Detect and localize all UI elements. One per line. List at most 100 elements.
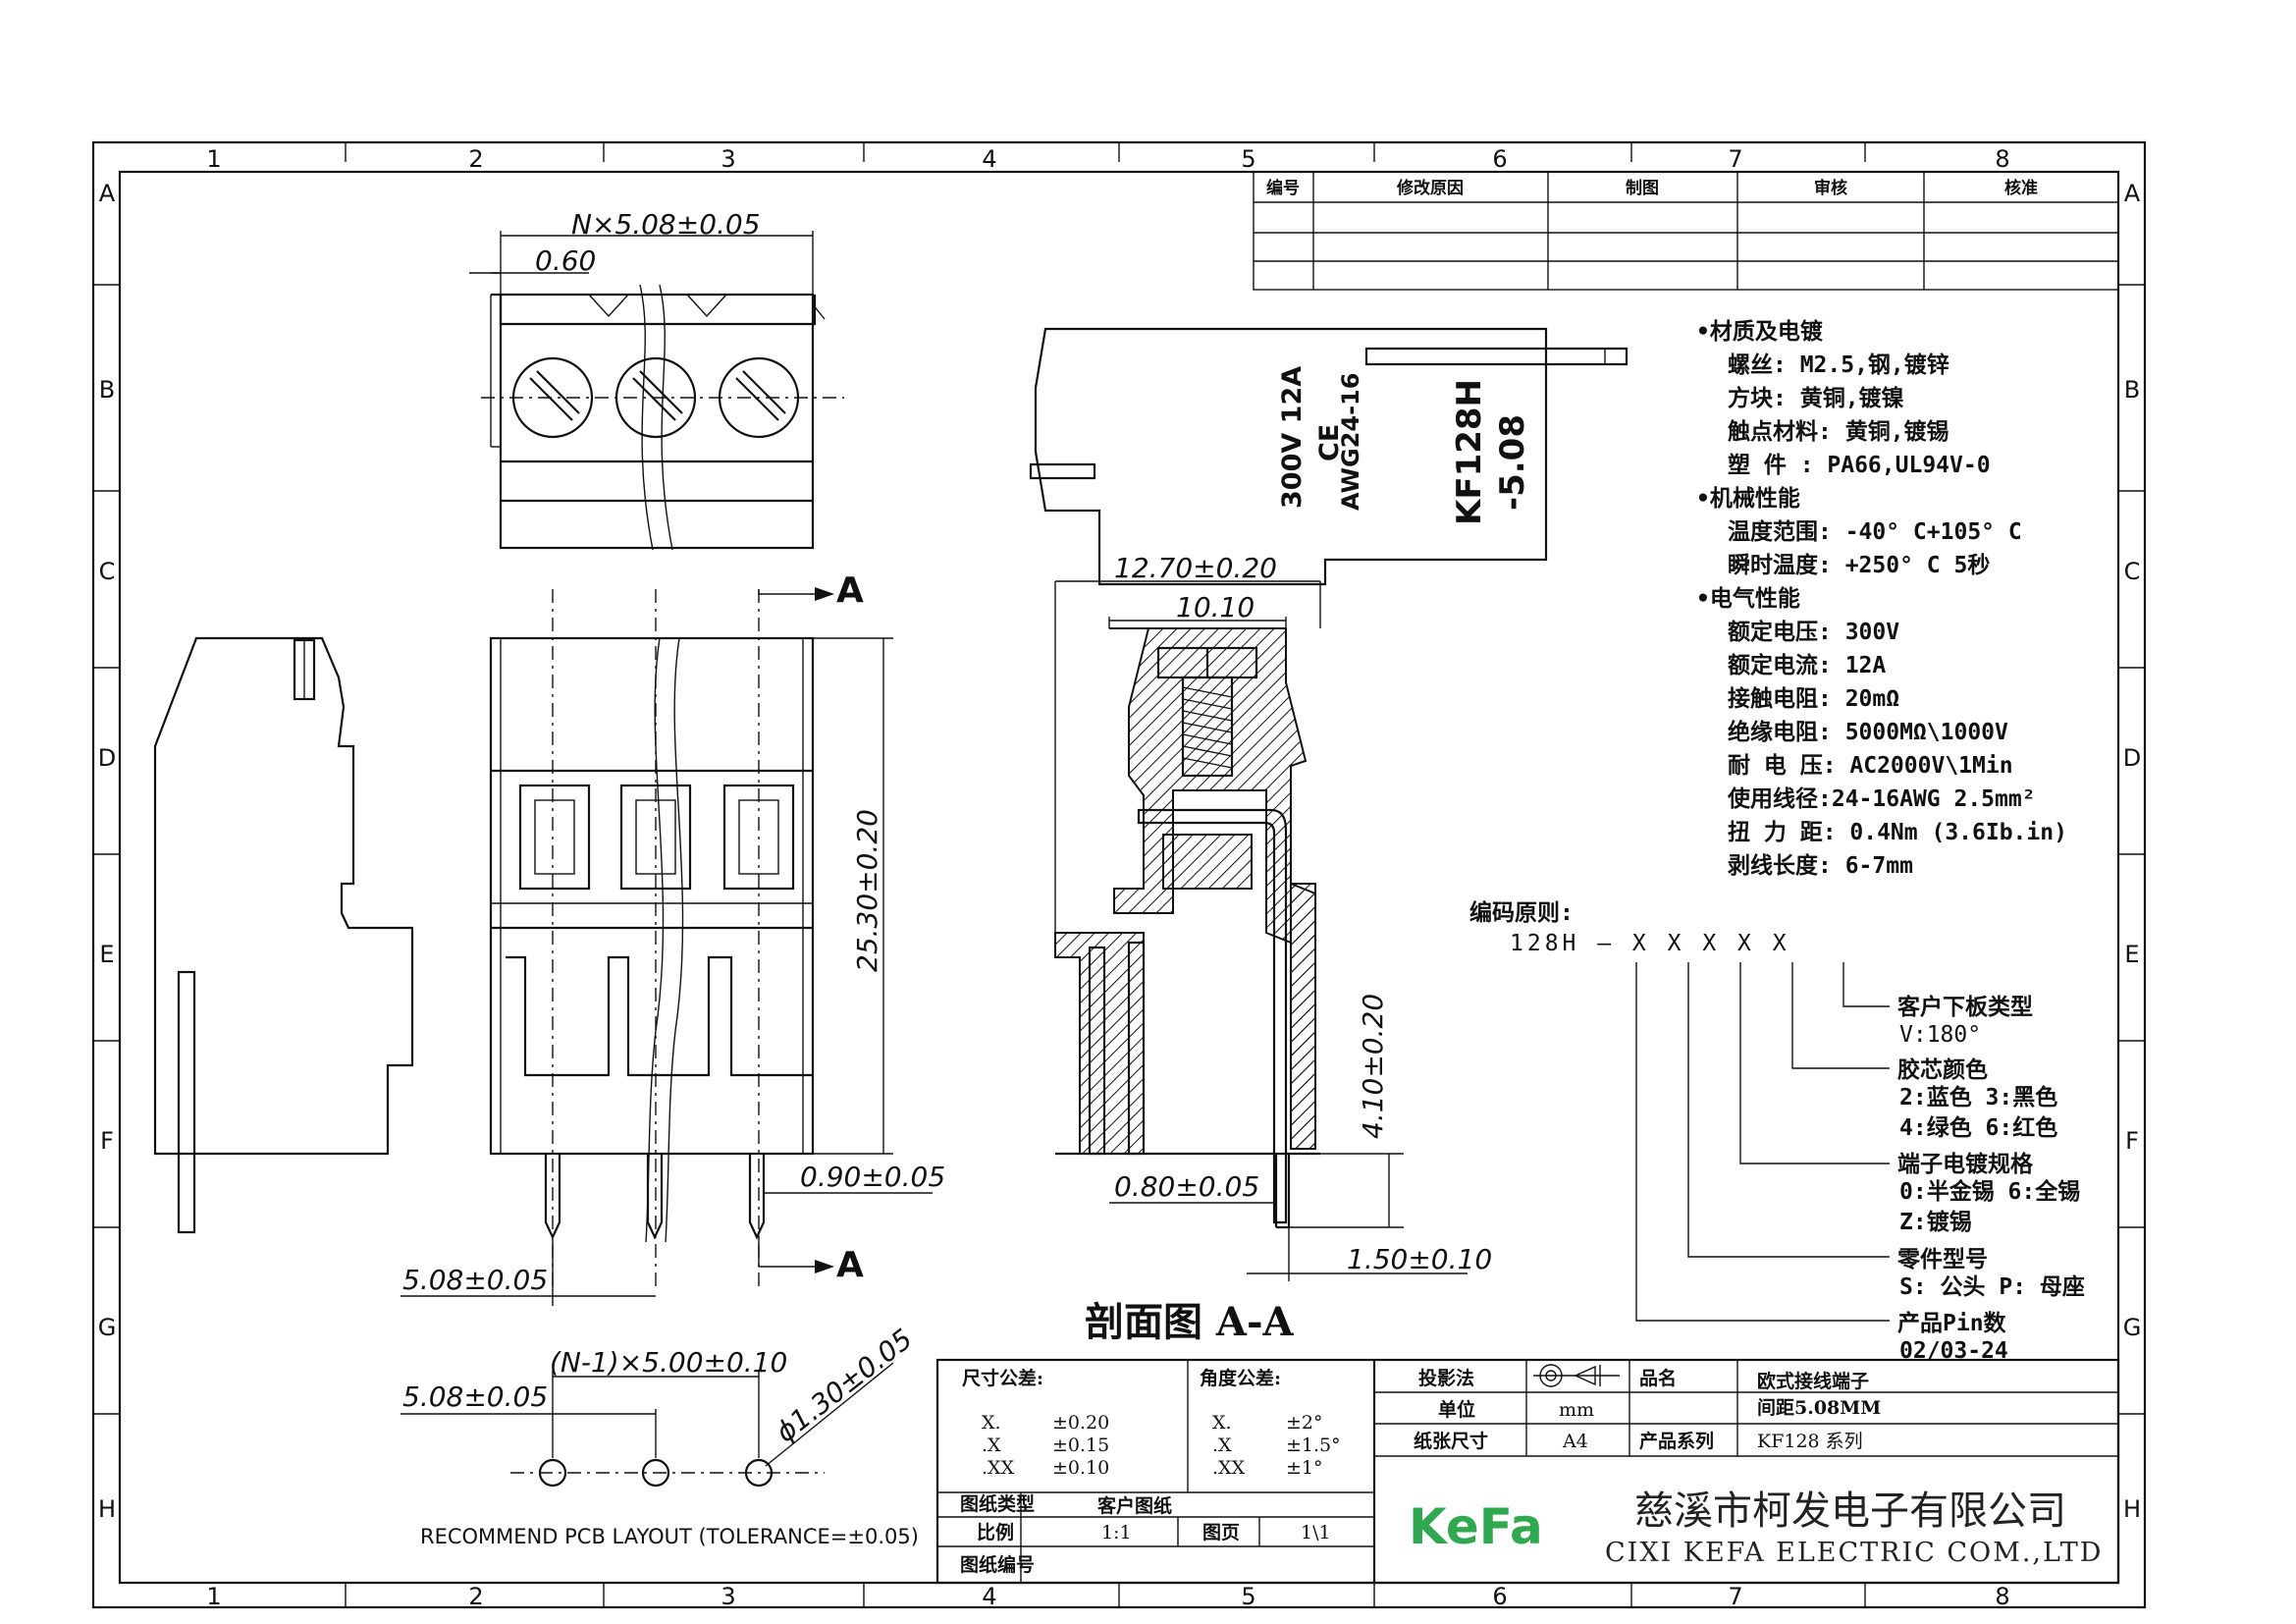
dim-offset: 0.60 xyxy=(535,244,596,277)
dim-hole-diameter: ϕ1.30±0.05 xyxy=(770,1323,919,1449)
grid-row-right: E xyxy=(2124,941,2139,968)
angle-tol-x-val: ±2° xyxy=(1286,1412,1323,1434)
size-tol-x: X. xyxy=(982,1412,1001,1434)
spec-section-heading: •电气性能 xyxy=(1696,585,1800,612)
spec-section-heading: •材质及电镀 xyxy=(1696,318,1824,345)
series-label: 产品系列 xyxy=(1639,1430,1714,1452)
grid-col-bottom: 1 xyxy=(206,1583,221,1610)
rev-header-no: 编号 xyxy=(1266,178,1300,198)
paper-value: A4 xyxy=(1562,1431,1588,1452)
grid-col-top: 8 xyxy=(1995,145,2009,173)
spec-item: 接触电阻: 20mΩ xyxy=(1728,685,1899,712)
dim-pcb-row: (N-1)×5.00±0.10 xyxy=(550,1346,787,1379)
pcb-caption: RECOMMEND PCB LAYOUT (TOLERANCE=±0.05) xyxy=(420,1525,919,1548)
section-title: 剖面图 A-A xyxy=(1085,1299,1295,1345)
size-tol-dxx-val: ±0.10 xyxy=(1052,1457,1109,1479)
grid-row-right: A xyxy=(2124,180,2141,207)
dim-depth-inner: 10.10 xyxy=(1176,591,1255,623)
spec-item: 剥线长度: 6-7mm xyxy=(1728,852,1913,879)
spec-item: 温度范围: -40° C+105° C xyxy=(1728,518,2022,545)
dim-pcb-pitch: 5.08±0.05 xyxy=(402,1380,548,1413)
angle-tol-x: X. xyxy=(1212,1412,1232,1434)
projection-symbol-icon xyxy=(1533,1364,1620,1387)
coding-group-title: 客户下板类型 xyxy=(1897,994,2033,1020)
dim-pin-width: 0.90±0.05 xyxy=(800,1161,945,1193)
grid-row-right: B xyxy=(2124,376,2140,404)
section-marker-top: A xyxy=(836,570,864,611)
spec-item: 塑 件 : PA66,UL94V-0 xyxy=(1728,453,1991,478)
dim-pitch: 5.08±0.05 xyxy=(402,1264,548,1296)
projection-label: 投影法 xyxy=(1418,1367,1474,1389)
coding-group-line: 4:绿色 6:红色 xyxy=(1899,1114,2057,1141)
coding-group-line: 0:半金锡 6:全锡 xyxy=(1899,1178,2080,1205)
grid-col-bottom: 5 xyxy=(1241,1583,1255,1610)
grid-row-left: G xyxy=(98,1314,117,1341)
pcb-layout: (N-1)×5.00±0.10 5.08±0.05 ϕ1.30±0.05 REC… xyxy=(400,1323,919,1548)
grid-row-right: H xyxy=(2123,1495,2141,1523)
coding-group-title: 零件型号 xyxy=(1896,1247,1988,1272)
left-side-view xyxy=(153,636,414,1234)
spec-item: 使用线径:24-16AWG 2.5mm² xyxy=(1727,785,2036,812)
grid-row-left: H xyxy=(98,1495,116,1523)
dim-depth-outer: 12.70±0.20 xyxy=(1114,552,1277,584)
angle-tol-dxx: .XX xyxy=(1212,1457,1246,1479)
angle-tol-label: 角度公差: xyxy=(1200,1367,1281,1389)
unit-label: 单位 xyxy=(1438,1398,1475,1421)
coding-group-line: S: 公头 P: 母座 xyxy=(1899,1273,2085,1300)
marking-awg: AWG24-16 xyxy=(1337,373,1364,511)
section-marker-bottom: A xyxy=(836,1245,864,1285)
rev-header-reason: 修改原因 xyxy=(1396,178,1464,198)
dim-pin-offset: 1.50±0.10 xyxy=(1347,1243,1492,1275)
rev-header-checked: 审核 xyxy=(1814,178,1847,198)
marking-pitch: -5.08 xyxy=(1493,414,1532,511)
marking-ce: CE xyxy=(1314,424,1345,461)
grid-col-top: 7 xyxy=(1728,145,1742,173)
company-logo: KeFa xyxy=(1409,1498,1543,1555)
marking-model: KF128H xyxy=(1450,379,1489,525)
series-value: KF128 系列 xyxy=(1757,1431,1863,1452)
dim-pin-thickness: 0.80±0.05 xyxy=(1114,1170,1259,1203)
page-value: 1\1 xyxy=(1301,1522,1331,1543)
size-tol-label: 尺寸公差: xyxy=(962,1367,1043,1389)
angle-tol-dx-val: ±1.5° xyxy=(1286,1435,1341,1456)
coding-group-title: 胶芯颜色 xyxy=(1897,1056,1988,1083)
scale-value: 1:1 xyxy=(1101,1522,1132,1543)
grid-col-top: 4 xyxy=(982,145,996,173)
unit-value: mm xyxy=(1559,1399,1594,1421)
product-name-label: 品名 xyxy=(1639,1367,1677,1389)
coding-title: 编码原则: xyxy=(1469,899,1574,926)
company-name-cn: 慈溪市柯发电子有限公司 xyxy=(1634,1489,2066,1534)
coding-group-line: V:180° xyxy=(1899,1022,1981,1048)
dim-pin-length: 4.10±0.20 xyxy=(1357,994,1389,1139)
grid-row-left: E xyxy=(99,941,114,968)
grid-row-left: D xyxy=(98,744,116,772)
coding-group-title: 端子电镀规格 xyxy=(1897,1151,2034,1177)
scale-label: 比例 xyxy=(977,1521,1014,1543)
marking-rating: 300V 12A xyxy=(1277,366,1308,509)
angle-tol-dxx-val: ±1° xyxy=(1286,1457,1323,1479)
dim-pitch-total: N×5.08±0.05 xyxy=(571,208,761,241)
grid-row-left: A xyxy=(99,180,116,207)
grid-col-bottom: 8 xyxy=(1995,1583,2009,1610)
spec-item: 绝缘电阻: 5000MΩ\1000V xyxy=(1728,719,2008,745)
dim-height: 25.30±0.20 xyxy=(851,809,883,972)
size-tol-x-val: ±0.20 xyxy=(1052,1412,1109,1434)
revision-table: 编号 修改原因 制图 审核 核准 xyxy=(1253,171,2119,291)
coding-code: 128H — X X X X X xyxy=(1510,931,1790,956)
paper-label: 纸张尺寸 xyxy=(1414,1430,1488,1452)
grid-col-bottom: 2 xyxy=(468,1583,483,1610)
coding-group-line: Z:镀锡 xyxy=(1899,1209,1972,1235)
top-view: N×5.08±0.05 0.60 xyxy=(469,208,844,551)
product-name-2: 间距5.08MM xyxy=(1757,1397,1881,1419)
grid-col-bottom: 6 xyxy=(1492,1583,1507,1610)
front-view: A A 25.30±0.20 0.90±0.05 5.08±0.05 xyxy=(400,570,945,1306)
grid-col-bottom: 3 xyxy=(721,1583,735,1610)
drawing-no-label: 图纸编号 xyxy=(960,1553,1035,1576)
grid-row-left: C xyxy=(99,558,116,585)
spec-item: 螺丝: M2.5,钢,镀锌 xyxy=(1728,352,1949,378)
spec-item: 额定电压: 300V xyxy=(1728,619,1899,645)
coding-group-title: 产品Pin数 xyxy=(1897,1310,2007,1336)
angle-tol-dx: .X xyxy=(1212,1435,1232,1456)
